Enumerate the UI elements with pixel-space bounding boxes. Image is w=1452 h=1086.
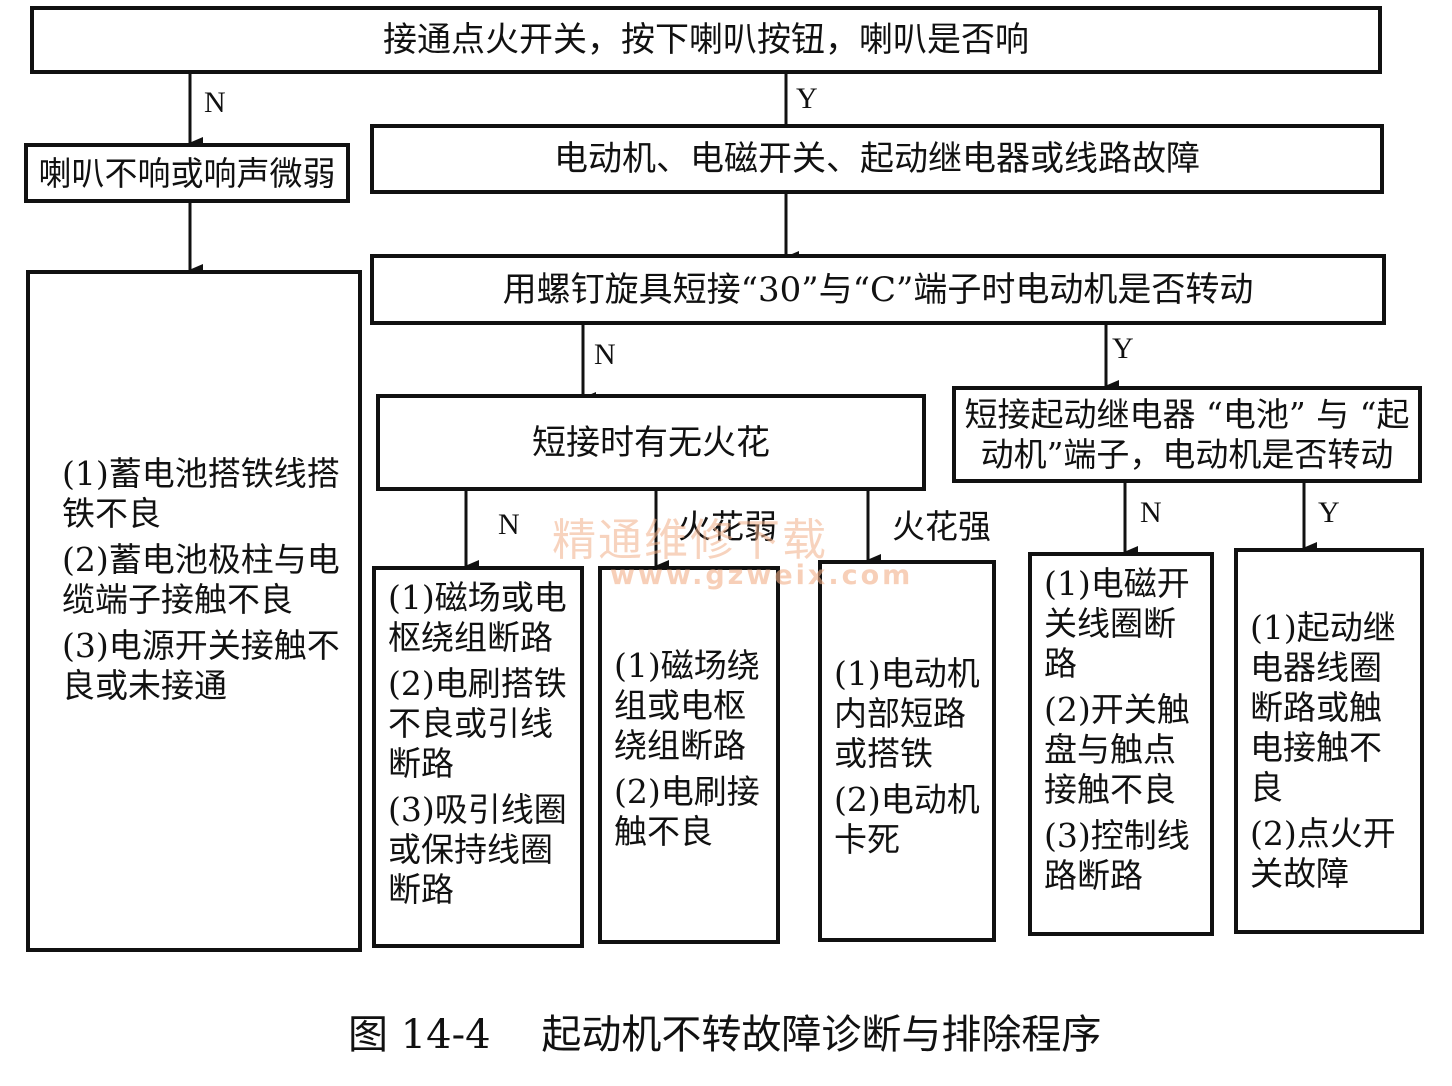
outcome-relay-yes: (1)起动继电器线圈断路或触电接触不良 (2)点火开关故障 <box>1234 548 1424 934</box>
box-relay-test: 短接起动继电器 “电池” 与 “起 动机”端子，电动机是否转动 <box>952 386 1422 483</box>
outcome-no-spark-2: (2)电刷搭铁不良或引线断路 <box>388 664 567 783</box>
label-weak-spark: 火花弱 <box>678 507 777 546</box>
outcome-no-spark-3: (3)吸引线圈或保持线圈断路 <box>388 790 567 909</box>
outcome-weak-spark-2: (2)电刷接触不良 <box>614 772 760 851</box>
watermark-url: www.gzweix.com <box>610 560 914 591</box>
box-short-test-text: 用螺钉旋具短接“30”与“C”端子时电动机是否转动 <box>502 269 1254 310</box>
outcome-weak-spark-1: (1)磁场绕组或电枢绕组断路 <box>614 646 760 765</box>
outcome-strong-spark-2: (2)电动机卡死 <box>834 780 980 859</box>
outcome-battery-2: (2)蓄电池极柱与电缆端子接触不良 <box>62 540 340 619</box>
outcome-relay-no: (1)电磁开关线圈断路 (2)开关触盘与触点接触不良 (3)控制线路断路 <box>1028 552 1214 936</box>
outcome-relay-no-1: (1)电磁开关线圈断路 <box>1044 564 1190 683</box>
label-n-horn: N <box>204 86 226 119</box>
box-motor-fault-text: 电动机、电磁开关、起动继电器或线路故障 <box>554 139 1200 179</box>
label-n-relay: N <box>1140 496 1162 529</box>
outcome-relay-no-2: (2)开关触盘与触点接触不良 <box>1044 690 1190 809</box>
label-n-nospark: N <box>498 508 520 541</box>
label-n-spark: N <box>594 338 616 371</box>
outcome-battery: (1)蓄电池搭铁线搭铁不良 (2)蓄电池极柱与电缆端子接触不良 (3)电源开关接… <box>26 270 362 952</box>
box-relay-test-line1: 短接起动继电器 “电池” 与 “起 <box>964 394 1410 434</box>
label-y-relay-yes: Y <box>1318 496 1340 529</box>
outcome-battery-1: (1)蓄电池搭铁线搭铁不良 <box>62 454 340 533</box>
figure-caption: 图 14-4 起动机不转故障诊断与排除程序 <box>348 1012 1102 1058</box>
label-strong-spark: 火花强 <box>892 507 991 546</box>
box-spark-check-text: 短接时有无火花 <box>532 422 770 463</box>
box-motor-fault: 电动机、电磁开关、起动继电器或线路故障 <box>370 124 1384 194</box>
box-horn-weak-text: 喇叭不响或响声微弱 <box>38 153 336 193</box>
box-horn-check-text: 接通点火开关，按下喇叭按钮，喇叭是否响 <box>383 20 1029 60</box>
outcome-relay-yes-1: (1)起动继电器线圈断路或触电接触不良 <box>1250 608 1396 807</box>
box-horn-weak: 喇叭不响或响声微弱 <box>24 143 350 203</box>
outcome-weak-spark: (1)磁场绕组或电枢绕组断路 (2)电刷接触不良 <box>598 566 780 944</box>
label-y-relay: Y <box>1112 332 1134 365</box>
box-horn-check: 接通点火开关，按下喇叭按钮，喇叭是否响 <box>30 6 1382 74</box>
box-short-test: 用螺钉旋具短接“30”与“C”端子时电动机是否转动 <box>370 254 1386 325</box>
outcome-battery-3: (3)电源开关接触不良或未接通 <box>62 626 340 705</box>
box-spark-check: 短接时有无火花 <box>376 394 926 491</box>
outcome-relay-no-3: (3)控制线路断路 <box>1044 816 1190 895</box>
label-y-motor: Y <box>796 82 818 115</box>
watermark-text: 精通维修下载 <box>552 515 828 566</box>
outcome-no-spark: (1)磁场或电枢绕组断路 (2)电刷搭铁不良或引线断路 (3)吸引线圈或保持线圈… <box>372 566 584 948</box>
outcome-strong-spark: (1)电动机内部短路或搭铁 (2)电动机卡死 <box>818 560 996 942</box>
outcome-no-spark-1: (1)磁场或电枢绕组断路 <box>388 578 567 657</box>
outcome-relay-yes-2: (2)点火开关故障 <box>1250 814 1396 893</box>
outcome-strong-spark-1: (1)电动机内部短路或搭铁 <box>834 654 980 773</box>
box-relay-test-line2: 动机”端子，电动机是否转动 <box>980 434 1394 474</box>
